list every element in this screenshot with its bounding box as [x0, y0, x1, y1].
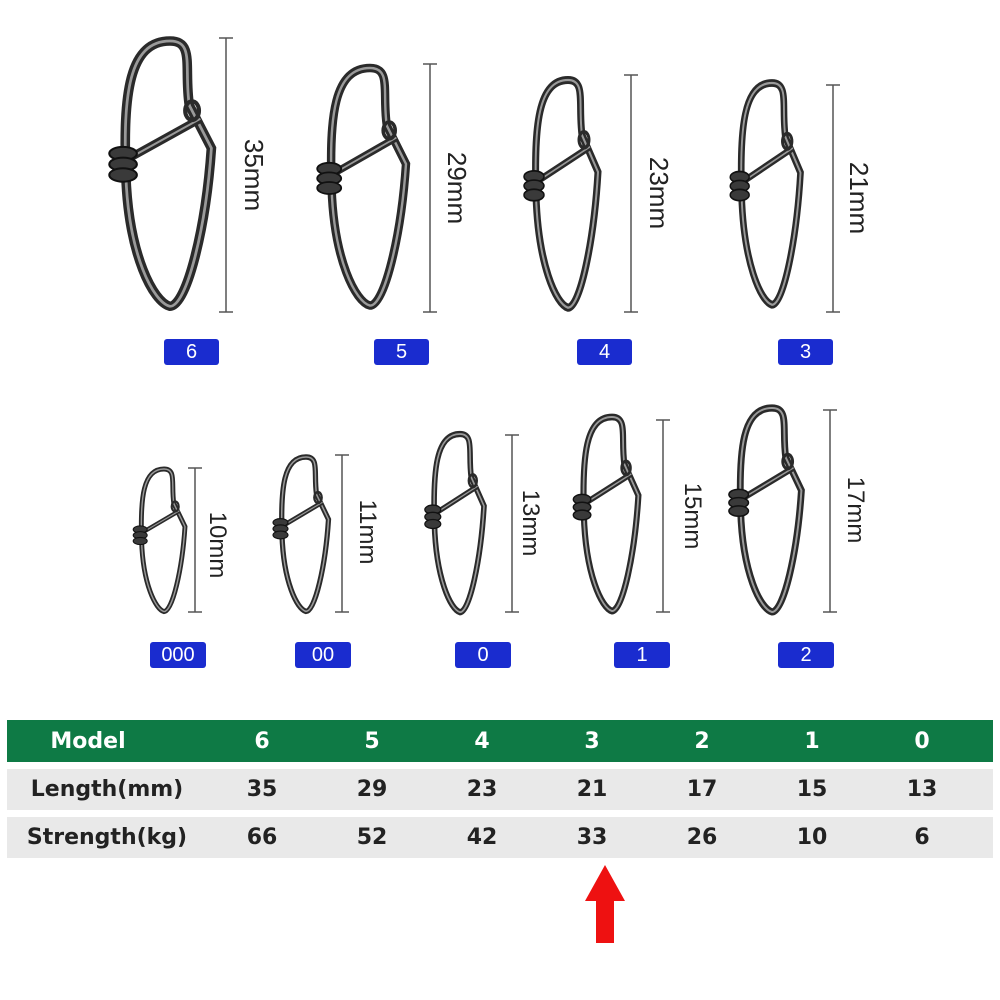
row-label: Length(mm) [30, 777, 184, 802]
table-cell: 26 [686, 825, 718, 850]
fishing-snap-icon [425, 434, 484, 612]
table-cell: 33 [576, 825, 608, 850]
table-cell: 23 [466, 777, 498, 802]
snaps-illustration: 35mm 29mm 23mm 21mm 10mm 11mm [0, 0, 874, 700]
table-cell: 52 [356, 825, 388, 850]
table-row-length: Length(mm) 35 29 23 21 17 15 13 [7, 769, 993, 810]
length-label: 23mm [644, 157, 674, 229]
fishing-snap-icon [109, 41, 211, 306]
table-cell: 15 [796, 777, 828, 802]
table-cell: 35 [246, 777, 278, 802]
model-badge-5: 5 [374, 339, 429, 365]
model-badge-3: 3 [778, 339, 833, 365]
header-cell: 0 [914, 728, 930, 754]
header-cell: 1 [804, 728, 820, 754]
table-cell: 21 [576, 777, 608, 802]
table-cell: 13 [906, 777, 938, 802]
table-cell: 10 [796, 825, 828, 850]
length-label: 15mm [679, 483, 706, 550]
table-cell: 42 [466, 825, 498, 850]
red-up-arrow-icon [585, 865, 625, 943]
fishing-snap-icon [133, 469, 185, 612]
table-row-strength: Strength(kg) 66 52 42 33 26 10 6 [7, 817, 993, 858]
model-badge-2: 2 [778, 642, 834, 668]
length-label: 13mm [517, 490, 544, 557]
fishing-snap-icon [730, 83, 800, 305]
header-cell: 6 [254, 728, 270, 754]
snap-model-000: 10mm [133, 468, 231, 612]
header-cell: 5 [364, 728, 380, 754]
model-badge-4: 4 [577, 339, 632, 365]
snap-model-1: 15mm [573, 417, 706, 612]
length-label: 10mm [204, 512, 231, 579]
snap-model-5: 29mm [317, 63, 472, 313]
spec-table: Model 6 5 4 3 2 1 0 Length(mm) 35 29 23 … [7, 720, 993, 858]
fishing-snap-icon [524, 80, 598, 308]
length-label: 21mm [844, 162, 874, 234]
length-label: 11mm [354, 500, 381, 565]
header-cell: 4 [474, 728, 490, 754]
table-header-row: Model 6 5 4 3 2 1 0 [7, 720, 993, 762]
row-label: Strength(kg) [26, 825, 188, 850]
length-label: 17mm [842, 477, 869, 544]
model-badge-1: 1 [614, 642, 670, 668]
table-cell: 17 [686, 777, 718, 802]
model-badge-0: 0 [455, 642, 511, 668]
fishing-snap-icon [729, 408, 802, 612]
model-badge-000: 000 [150, 642, 206, 668]
snap-model-0: 13mm [425, 434, 544, 612]
snap-model-2: 17mm [729, 408, 869, 612]
header-cell: 3 [584, 728, 600, 754]
snap-model-3: 21mm [730, 83, 874, 313]
model-badge-00: 00 [295, 642, 351, 668]
header-model-label: Model [50, 728, 126, 754]
length-label: 29mm [442, 152, 472, 224]
table-cell: 29 [356, 777, 388, 802]
fishing-snap-icon [317, 68, 406, 306]
snap-model-00: 11mm [273, 454, 381, 612]
table-cell: 6 [914, 825, 930, 850]
snap-model-4: 23mm [524, 74, 674, 313]
fishing-snap-icon [573, 417, 638, 611]
table-cell: 66 [246, 825, 278, 850]
model-badge-6: 6 [164, 339, 219, 365]
length-label: 35mm [239, 139, 269, 211]
fishing-snap-icon [273, 457, 329, 611]
header-cell: 2 [694, 728, 710, 754]
snap-model-6: 35mm [109, 38, 269, 313]
